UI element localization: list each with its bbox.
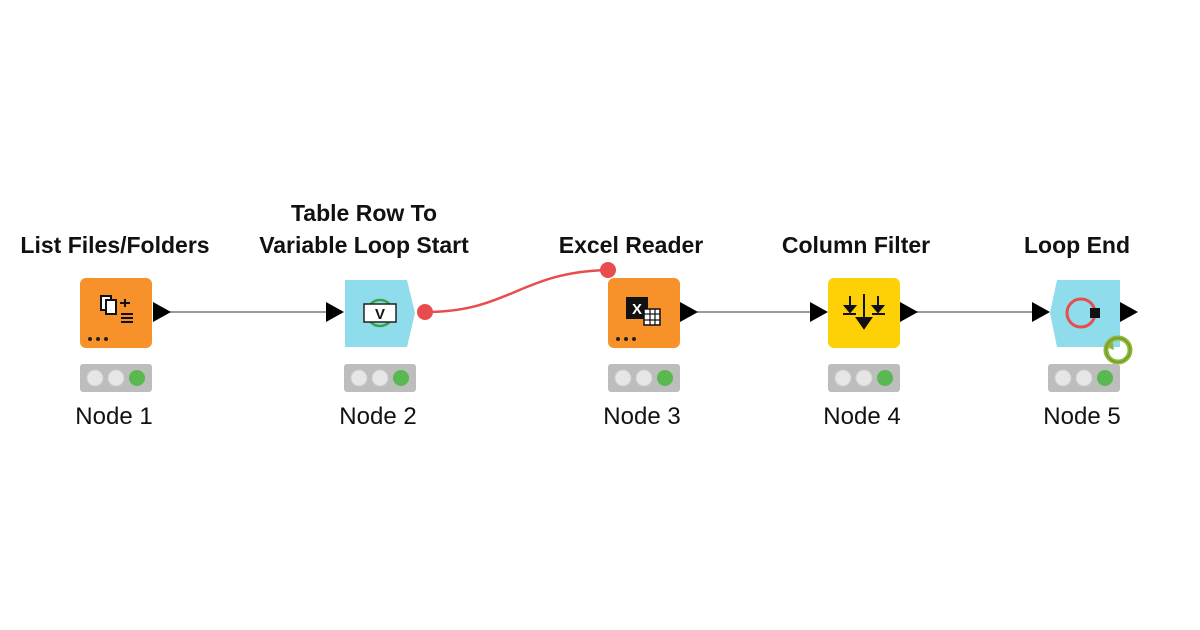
loop-end-icon [1065, 297, 1100, 329]
node-3-title: Excel Reader [558, 232, 704, 258]
node-2-title: Table Row To Variable Loop Start [259, 200, 469, 258]
node-2-variable-out-port[interactable] [417, 304, 433, 320]
node-1-out-port[interactable] [153, 302, 171, 322]
column-filter-icon [842, 294, 886, 330]
node-4[interactable] [810, 278, 918, 392]
node-2-in-port[interactable] [326, 302, 344, 322]
node-4-out-port[interactable] [900, 302, 918, 322]
list-files-icon [100, 295, 133, 323]
node-2-status-traffic-light [344, 364, 416, 392]
node-5-out-port[interactable] [1120, 302, 1138, 322]
node-3-label[interactable]: Node 3 [603, 403, 681, 430]
node-3-variable-in-port[interactable] [600, 262, 616, 278]
node-4-title: Column Filter [781, 232, 931, 258]
node-menu-dots-icon[interactable] [616, 337, 636, 341]
flow-variable-connection-node2-node3[interactable] [424, 268, 609, 314]
node-2[interactable]: V [326, 280, 433, 392]
svg-text:X: X [632, 301, 642, 318]
node-1[interactable] [80, 278, 171, 392]
node-4-label[interactable]: Node 4 [823, 403, 901, 430]
excel-reader-icon: X [626, 297, 661, 326]
node-4-in-port[interactable] [810, 302, 828, 322]
node-3-out-port[interactable] [680, 302, 698, 322]
loop-refresh-icon [1103, 335, 1133, 365]
node-5-status-traffic-light [1048, 364, 1120, 392]
node-1-label[interactable]: Node 1 [75, 403, 153, 430]
node-3[interactable]: X [600, 262, 698, 392]
node-1-status-traffic-light [80, 364, 152, 392]
node-4-status-traffic-light [828, 364, 900, 392]
variable-loop-icon: V [363, 298, 397, 328]
svg-text:V: V [375, 306, 385, 323]
node-3-status-traffic-light [608, 364, 680, 392]
node-5-body[interactable] [1050, 280, 1120, 347]
node-5-label[interactable]: Node 5 [1043, 403, 1121, 430]
node-1-title: List Files/Folders [20, 232, 210, 258]
node-menu-dots-icon[interactable] [88, 337, 108, 341]
node-5-title: Loop End [1023, 232, 1131, 258]
node-5[interactable] [1032, 280, 1138, 392]
node-5-in-port[interactable] [1032, 302, 1050, 322]
node-2-label[interactable]: Node 2 [339, 403, 417, 430]
